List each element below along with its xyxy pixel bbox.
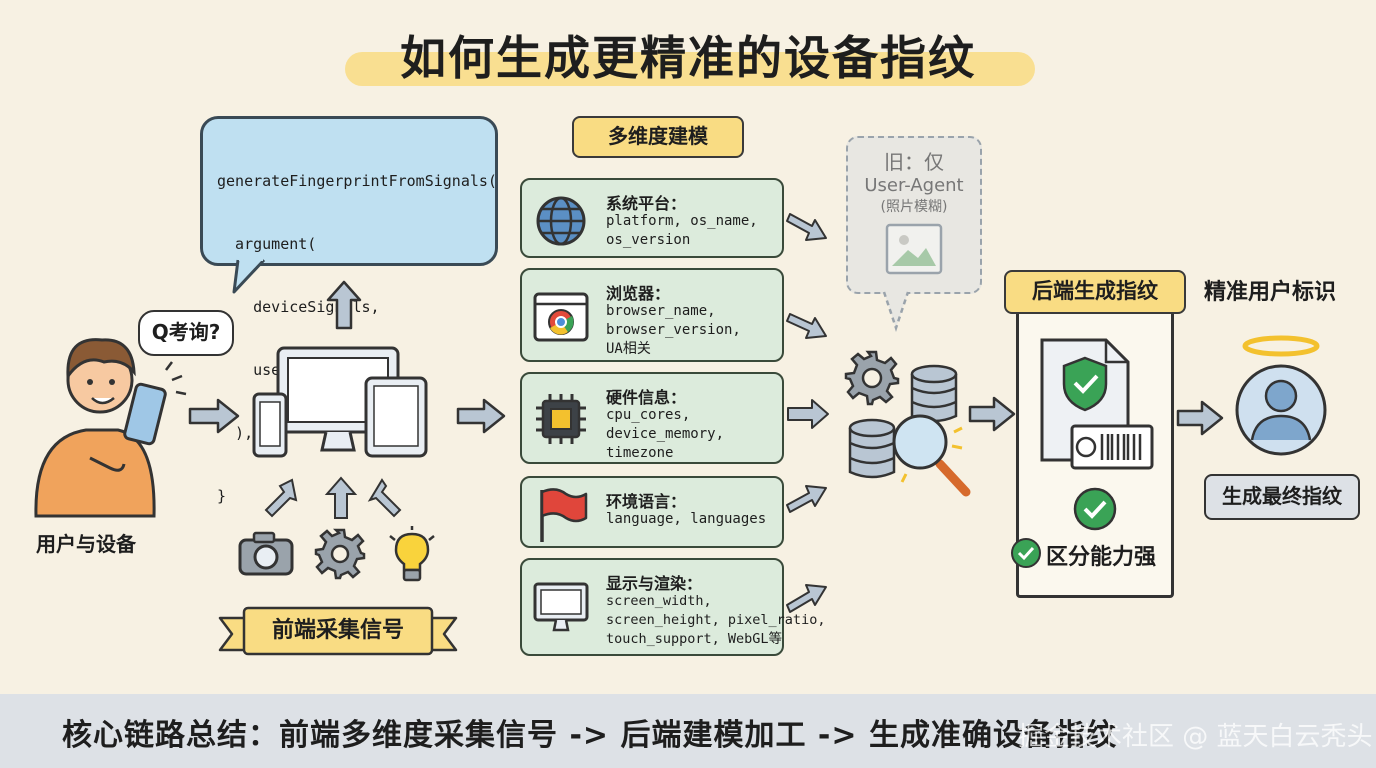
processing-cluster [844,350,971,497]
check-icon [1073,487,1117,531]
title-highlight [345,52,1035,86]
chip-icon [536,394,586,444]
signal-arrows [264,476,402,519]
old-method-tail [882,291,910,332]
flag-icon [540,488,588,542]
panel-title: 硬件信息： [606,388,687,407]
footer-bar [0,694,1376,768]
panel-environment-language: 环境语言： language, languages [520,476,784,548]
user-label: 用户与设备 [36,532,136,556]
devices-illustration [252,346,428,458]
old-method-line2: User-Agent [864,175,964,196]
merge-arrows [786,213,829,613]
gear-icon [314,528,366,580]
arrow-right-icon [456,398,506,434]
old-method-box: 旧：仅 User-Agent (照片模糊) [846,136,982,294]
code-line: } [217,487,227,505]
old-method-line3: (照片模糊) [880,199,948,215]
modeling-title: 多维度建模 [572,116,744,158]
panel-body: language, languages [606,511,767,527]
watermark: 掘金技术社区 @ 蓝天白云秃头 [1018,722,1373,752]
code-line: generateFingerprintFromSignals( [217,172,497,190]
panel-body: browser_name, browser_version, UA相关 [606,303,741,357]
database-icon [910,364,958,423]
magnifier-icon [892,414,971,497]
panel-title: 显示与渲染： [606,574,703,593]
check-small-icon [1011,538,1041,568]
user-speech-bubble: Q考询? [138,310,234,356]
panel-display-rendering: 显示与渲染： screen_width, screen_height, pixe… [520,558,825,656]
user-illustration [34,338,187,518]
final-fingerprint-button: 生成最终指纹 [1204,474,1360,520]
code-bubble: generateFingerprintFromSignals( argument… [200,116,498,505]
frontend-label: 前端采集信号 [271,618,404,643]
footer-summary: 核心链路总结：前端多维度采集信号 -> 后端建模加工 -> 生成准确设备指纹 [62,718,1117,753]
arrow-right-icon [1176,400,1224,436]
backend-badge: 区分能力强 [1046,545,1157,570]
backend-title: 后端生成指纹 [1004,270,1186,314]
browser-icon [533,292,589,342]
database-icon [848,418,896,479]
gear-icon [844,350,900,406]
globe-icon [536,196,586,246]
old-method-line1: 旧：仅 [884,150,944,174]
document-fingerprint-icon [1040,338,1154,470]
blurry-image-icon [885,223,943,275]
arrow-up-icon [326,280,362,330]
panel-hardware: 硬件信息： cpu_cores, device_memory, timezone [520,372,784,464]
panel-browser: 浏览器： browser_name, browser_version, UA相关 [520,268,784,362]
result-title: 精准用户标识 [1204,280,1337,305]
page-title: 如何生成更精准的设备指纹 [400,31,976,85]
user-identity-icon [1235,335,1327,456]
panel-body: screen_width, screen_height, pixel_ratio… [606,593,826,647]
arrow-right-icon [188,398,240,434]
panel-body: platform, os_name, os_version [606,213,758,248]
arrow-right-icon [968,396,1016,432]
ribbon-decoration [218,606,458,656]
monitor-icon [533,582,589,632]
code-line: argument( [217,235,317,253]
panel-system-platform: 系统平台： platform, os_name, os_version [520,178,784,258]
panel-title: 浏览器： [606,284,671,303]
panel-body: cpu_cores, device_memory, timezone [606,407,725,461]
panel-title: 环境语言： [606,492,687,511]
bubble-tail [232,257,266,294]
lightbulb-icon [389,526,435,582]
panel-title: 系统平台： [606,194,687,213]
camera-icon [238,531,294,576]
